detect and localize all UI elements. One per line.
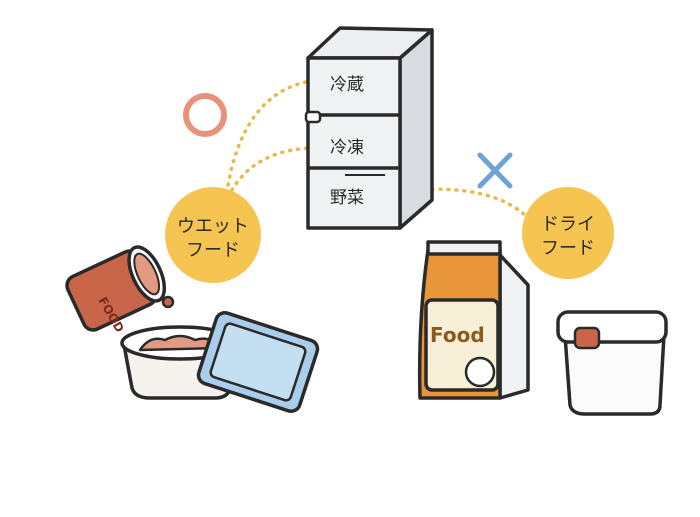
wet-food-label-line1: ウエット [177,216,249,237]
bag-label: Food [430,323,485,347]
dry-food-label-line1: ドライ [541,214,595,235]
dry-food-badge [522,187,614,279]
dry-food-bag [417,240,530,400]
storage-lid [196,311,320,413]
dry-food-label-line2: フード [541,238,595,259]
wet-food-label-line2: フード [186,240,240,261]
food-crumb [161,295,175,309]
ok-circle-icon [183,93,227,137]
refrigerator [304,26,434,230]
ng-cross-icon [477,152,513,189]
compartment-freezer-label: 冷凍 [330,138,364,158]
compartment-fridge-label: 冷蔵 [330,75,364,95]
compartment-vegetable-label: 野菜 [330,188,364,208]
dotted-connectors [226,78,530,220]
wet-food-badge [165,187,261,283]
dry-food-container [556,310,668,416]
food-can [65,245,167,332]
